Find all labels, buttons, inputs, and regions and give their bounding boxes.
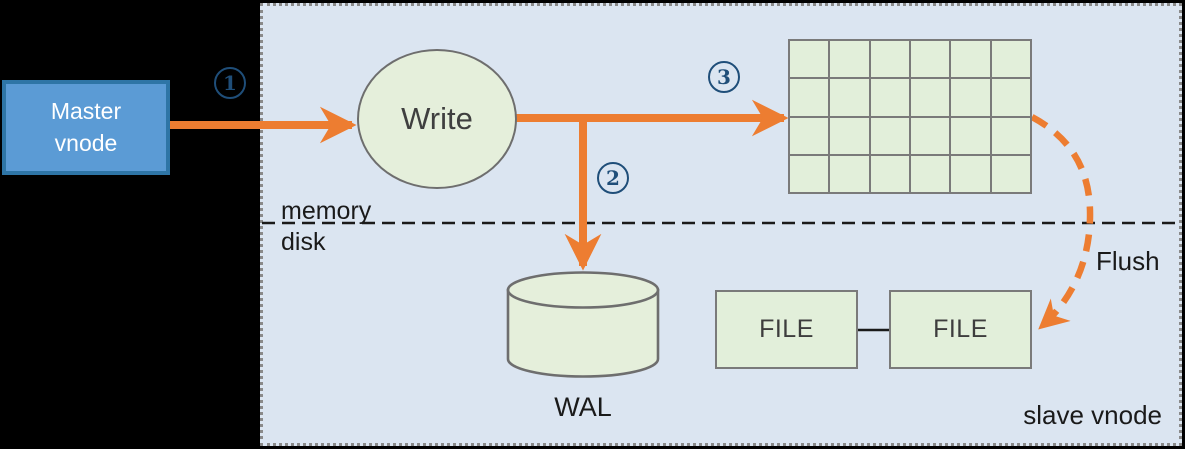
- memtable-cell: [830, 117, 869, 154]
- memtable-cell: [991, 79, 1030, 116]
- step-1-number: 1: [223, 71, 237, 95]
- step-1-badge: 1: [214, 67, 246, 99]
- disk-label: disk: [281, 228, 326, 256]
- wal-cylinder-top: [506, 271, 660, 309]
- file-1-label: FILE: [759, 315, 814, 343]
- wal-label: WAL: [554, 392, 612, 422]
- memory-label: memory: [281, 197, 372, 225]
- memtable-cell: [910, 155, 950, 192]
- step-2-badge: 2: [597, 162, 629, 194]
- memtable-cell: [991, 117, 1030, 154]
- step-2-number: 2: [606, 166, 620, 190]
- memtable-cell: [830, 155, 869, 192]
- memtable-grid: [788, 39, 1032, 194]
- file-box-2: FILE: [889, 290, 1032, 369]
- write-label: Write: [401, 101, 473, 136]
- memtable-cell: [830, 41, 869, 78]
- step-3-number: 3: [717, 65, 731, 89]
- memtable-cell: [870, 79, 909, 116]
- flush-label: Flush: [1096, 246, 1160, 276]
- memtable-cell: [870, 155, 909, 192]
- memtable-cell: [951, 41, 990, 78]
- memtable-cell: [951, 79, 990, 116]
- file-2-label: FILE: [933, 315, 988, 343]
- memtable-cell: [951, 155, 990, 192]
- memtable-cell: [991, 155, 1030, 192]
- step-3-badge: 3: [708, 61, 740, 93]
- write-node: Write: [357, 49, 517, 189]
- memtable-cell: [910, 117, 950, 154]
- wal-cylinder: [506, 271, 660, 378]
- memtable-cell: [790, 117, 829, 154]
- memtable-cell: [910, 41, 950, 78]
- slave-vnode-label: slave vnode: [1023, 400, 1162, 430]
- memtable-cell: [790, 155, 829, 192]
- memtable-cell: [910, 79, 950, 116]
- memtable-cell: [870, 117, 909, 154]
- memtable-cell: [790, 79, 829, 116]
- memtable-cell: [951, 117, 990, 154]
- master-vnode-box: Master vnode: [2, 80, 170, 175]
- master-vnode-label: Master vnode: [50, 97, 122, 156]
- memtable-cell: [991, 41, 1030, 78]
- file-box-1: FILE: [715, 290, 858, 369]
- memtable-cell: [790, 41, 829, 78]
- flush-arrow: [1030, 114, 1094, 330]
- wal-cylinder-body: [506, 288, 660, 378]
- memtable-cell: [870, 41, 909, 78]
- memtable-cell: [830, 79, 869, 116]
